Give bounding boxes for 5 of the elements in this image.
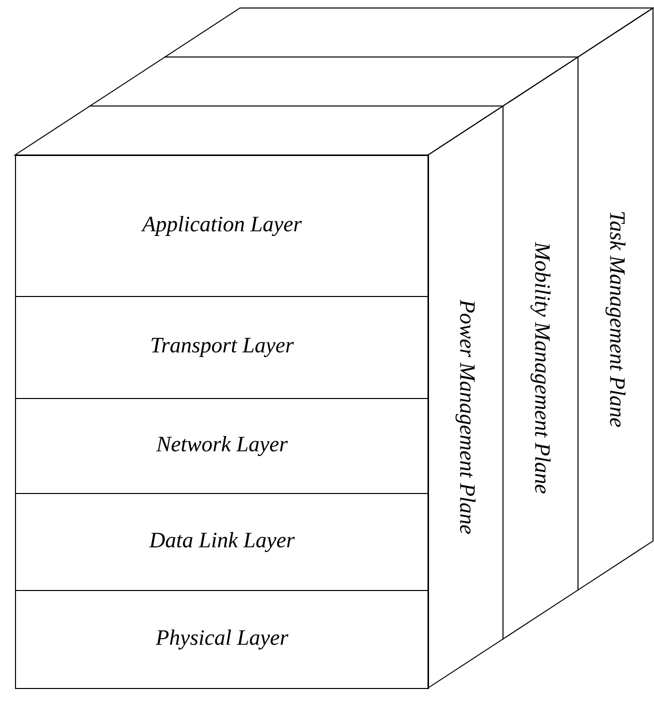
layer-box: Physical Layer xyxy=(15,590,429,689)
layer-box: Network Layer xyxy=(15,398,429,494)
layer-box: Data Link Layer xyxy=(15,493,429,591)
layer-box: Application Layer xyxy=(15,155,429,297)
layer-box: Transport Layer xyxy=(15,296,429,399)
